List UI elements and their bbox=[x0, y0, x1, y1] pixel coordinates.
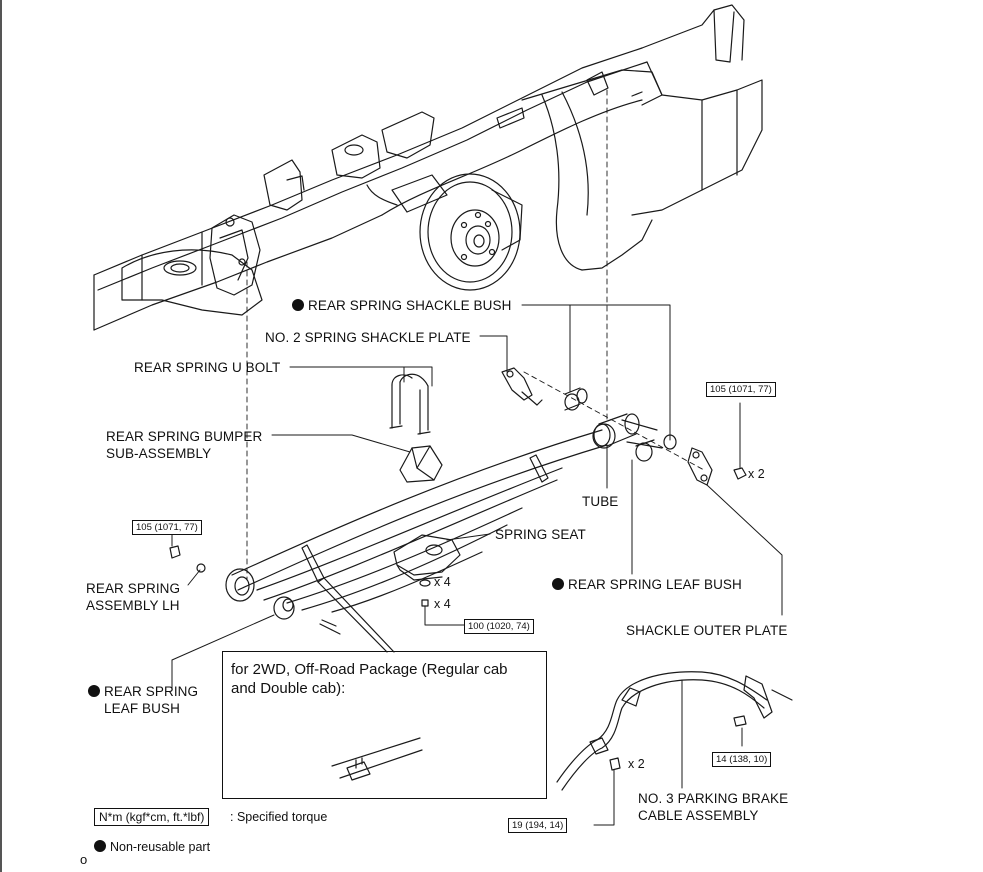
qty-cable-bracket-bolt: x 2 bbox=[628, 757, 645, 771]
inset-title: for 2WD, Off-Road Package (Regular cab a… bbox=[231, 661, 508, 697]
vehicle-frame-drawing bbox=[93, 4, 763, 331]
non-reusable-dot-icon bbox=[88, 685, 100, 697]
torque-box-shackle-nut: 105 (1071, 77) bbox=[706, 382, 776, 397]
spring-bumper-drawing bbox=[399, 445, 443, 483]
legend-torque-desc: : Specified torque bbox=[230, 810, 328, 824]
leader-lines bbox=[171, 304, 783, 826]
label-rear-spring-leaf-bush-right: REAR SPRING LEAF BUSH bbox=[552, 576, 742, 593]
inset-detail-box: for 2WD, Off-Road Package (Regular cab a… bbox=[222, 651, 547, 799]
non-reusable-dot-icon bbox=[552, 578, 564, 590]
leaf-spring-drawing bbox=[225, 423, 616, 653]
parking-brake-cable-drawing bbox=[556, 671, 793, 791]
torque-box-front-hanger-nut: 105 (1071, 77) bbox=[132, 520, 202, 535]
rear-axle-drawing bbox=[366, 173, 523, 291]
assembly-guide-lines bbox=[246, 89, 705, 581]
spring-seat-drawing bbox=[393, 534, 461, 607]
torque-box-cable-clamp: 14 (138, 10) bbox=[712, 752, 772, 767]
qty-u-bolt-washer: x 4 bbox=[434, 575, 451, 589]
label-rear-spring-assembly-lh: REAR SPRING ASSEMBLY LH bbox=[86, 581, 181, 613]
label-rear-spring-shackle-bush: REAR SPRING SHACKLE BUSH bbox=[292, 297, 511, 314]
label-rear-spring-u-bolt: REAR SPRING U BOLT bbox=[134, 360, 281, 375]
label-tube: TUBE bbox=[582, 494, 619, 509]
label-no3-parking-brake-cable: NO. 3 PARKING BRAKE CABLE ASSEMBLY bbox=[638, 791, 789, 823]
legend-torque-format: N*m (kgf*cm, ft.*lbf) bbox=[94, 808, 210, 826]
fasteners-drawing bbox=[169, 545, 341, 635]
inset-spring-detail bbox=[331, 737, 423, 781]
non-reusable-dot-icon bbox=[94, 840, 106, 852]
qty-u-bolt-nut: x 4 bbox=[434, 597, 451, 611]
figure-code: o bbox=[80, 852, 88, 867]
u-bolt-drawing bbox=[389, 373, 431, 435]
torque-box-cable-bracket: 19 (194, 14) bbox=[508, 818, 568, 833]
torque-box-u-bolt-nut: 100 (1020, 74) bbox=[464, 619, 534, 634]
qty-shackle-nut: x 2 bbox=[748, 467, 765, 481]
non-reusable-dot-icon bbox=[292, 299, 304, 311]
legend-nonreusable: Non-reusable part bbox=[94, 840, 210, 854]
label-rear-spring-leaf-bush-left: REAR SPRING LEAF BUSH bbox=[88, 683, 209, 717]
label-no2-spring-shackle-plate: NO. 2 SPRING SHACKLE PLATE bbox=[265, 330, 471, 345]
label-shackle-outer-plate: SHACKLE OUTER PLATE bbox=[626, 623, 788, 638]
label-rear-spring-bumper: REAR SPRING BUMPER SUB-ASSEMBLY bbox=[106, 429, 263, 461]
label-spring-seat: SPRING SEAT bbox=[495, 527, 586, 542]
